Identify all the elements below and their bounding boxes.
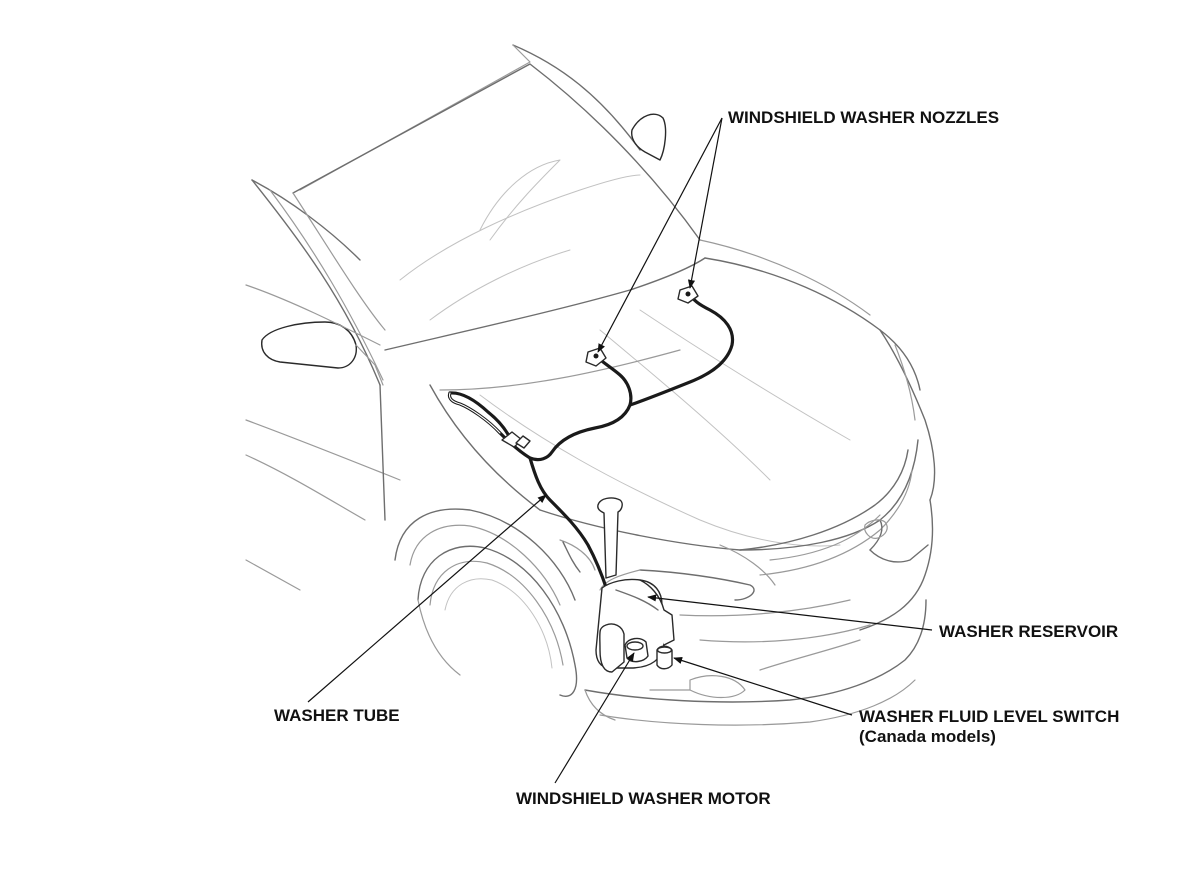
car-illustration [245, 44, 936, 726]
reservoir-label: WASHER RESERVOIR [939, 622, 1119, 641]
nozzles-leader-left [597, 117, 723, 353]
level-switch-title: WASHER FLUID LEVEL SWITCH [859, 707, 1120, 726]
tube-leader [307, 494, 547, 703]
level-switch-note: (Canada models) [859, 727, 996, 746]
leader-lines [307, 117, 933, 784]
washer-motor [624, 637, 649, 663]
nozzles-leader-right [687, 117, 723, 289]
washer-reservoir-assembly [595, 497, 675, 673]
reservoir-leader [647, 594, 933, 631]
motor-leader [554, 652, 635, 784]
tube-label: WASHER TUBE [274, 706, 400, 725]
washer-tube-line [447, 291, 735, 642]
motor-label: WINDSHIELD WASHER MOTOR [516, 789, 771, 808]
nozzles-label: WINDSHIELD WASHER NOZZLES [728, 108, 1000, 127]
level-switch-leader [673, 657, 853, 716]
level-switch-label: WASHER FLUID LEVEL SWITCH (Canada models… [859, 707, 1119, 747]
fluid-level-switch [656, 645, 673, 670]
